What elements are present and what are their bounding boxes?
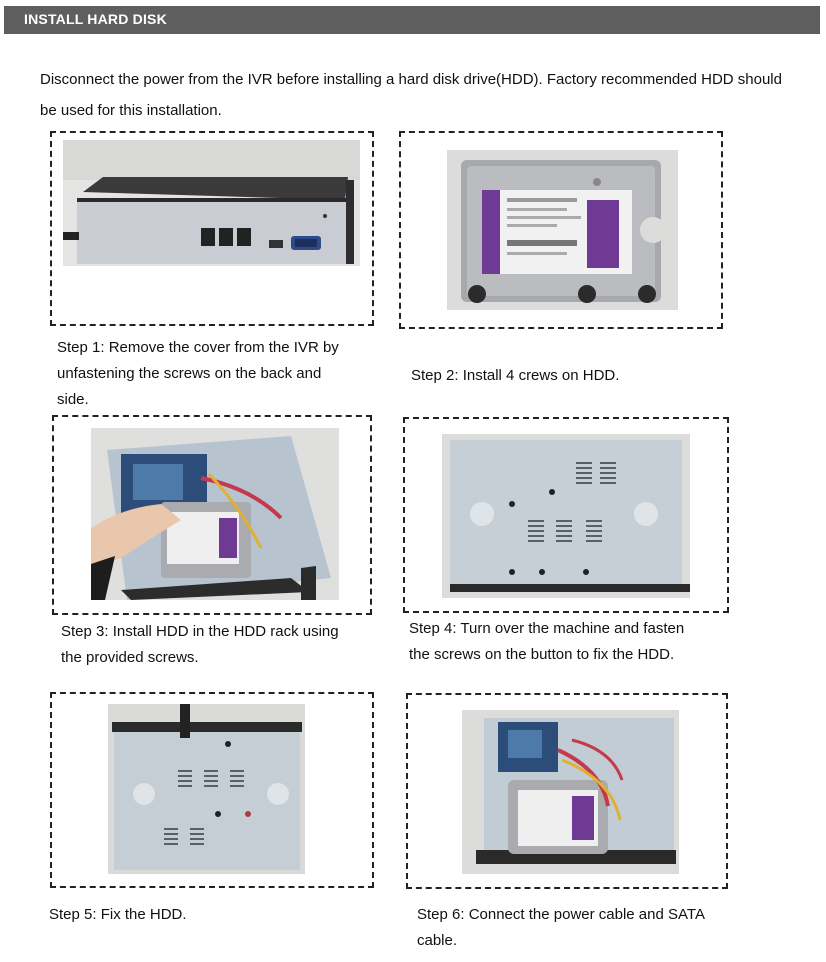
step-3-caption: Step 3: Install HDD in the HDD rack usin… bbox=[61, 623, 339, 666]
step-6-caption: Step 6: Connect the power cable and SATA… bbox=[417, 906, 705, 949]
step-4-frame bbox=[403, 417, 729, 613]
step-5-caption: Step 5: Fix the HDD. bbox=[49, 906, 187, 923]
step-1-caption: Step 1: Remove the cover from the IVR by… bbox=[57, 339, 339, 408]
section-title: INSTALL HARD DISK bbox=[24, 11, 167, 27]
step-2-caption: Step 2: Install 4 crews on HDD. bbox=[411, 367, 620, 384]
step-1-photo bbox=[63, 140, 360, 266]
step-5-frame bbox=[50, 692, 374, 888]
step-3-photo bbox=[91, 428, 339, 600]
step-3-frame bbox=[52, 415, 372, 615]
step-6-photo bbox=[462, 710, 679, 874]
section-header-bar: INSTALL HARD DISK bbox=[4, 6, 820, 34]
intro-paragraph: Disconnect the power from the IVR before… bbox=[40, 71, 782, 119]
step-1-frame bbox=[50, 131, 374, 326]
step-2-photo bbox=[447, 150, 678, 310]
step-4-caption: Step 4: Turn over the machine and fasten… bbox=[409, 620, 685, 663]
step-6-frame bbox=[406, 693, 728, 889]
step-2-frame bbox=[399, 131, 723, 329]
step-5-photo bbox=[108, 704, 305, 874]
step-4-photo bbox=[442, 434, 690, 598]
